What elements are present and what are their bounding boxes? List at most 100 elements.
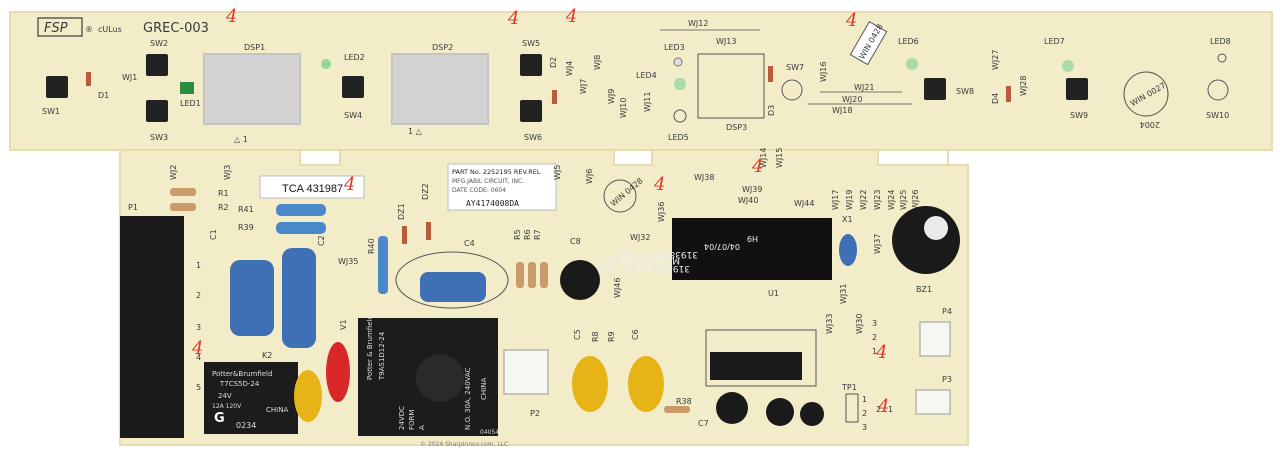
- board-model: GREC-003: [143, 21, 209, 36]
- wj5-label: WJ5: [553, 165, 562, 180]
- tca-text: TCA 431987: [282, 183, 343, 195]
- wj32-label: WJ32: [630, 233, 650, 242]
- p1-pin5: 5: [196, 383, 201, 392]
- bz1-label: BZ1: [916, 285, 932, 294]
- part-sticker: [447, 163, 557, 211]
- svg-text:4: 4: [751, 156, 763, 177]
- dz2-diode: [426, 222, 431, 240]
- c7-label: C7: [698, 419, 709, 428]
- r2-resistor: [170, 203, 196, 211]
- electrolytic-cap-3: [800, 402, 824, 426]
- sw4-button: [342, 76, 364, 98]
- p4-pin3: 3: [872, 319, 877, 328]
- led4-label: LED4: [636, 71, 657, 80]
- wj17-label: WJ17: [831, 190, 840, 210]
- led8-led: [1217, 53, 1227, 63]
- wj46-label: WJ46: [613, 278, 622, 298]
- c4-outline: [395, 251, 509, 309]
- dsp2-pin1: 1 △: [408, 127, 423, 136]
- v1-label: V1: [339, 319, 348, 330]
- p3-pin1: 1: [888, 405, 893, 414]
- sw6-button: [520, 100, 542, 122]
- led5-led: [673, 109, 687, 123]
- p3-label: P3: [942, 375, 952, 384]
- led7-label: LED7: [1044, 37, 1065, 46]
- led1-led: [180, 82, 194, 94]
- sw3-label: SW3: [150, 133, 168, 142]
- p4-pin2: 2: [872, 333, 877, 342]
- c4-capacitor: [420, 272, 486, 302]
- registered-mark: ®: [85, 25, 93, 34]
- svg-text:4: 4: [191, 338, 203, 359]
- sw7-button: [781, 79, 803, 101]
- sw10-label: SW10: [1206, 111, 1229, 120]
- svg-text:MC68HC908JL3CP: MC68HC908JL3CP: [599, 255, 680, 265]
- r38-label: R38: [676, 397, 692, 406]
- maker-text: MFG.JABIL CIRCUIT, INC.: [452, 178, 524, 185]
- k1-label: K2: [262, 351, 272, 360]
- wj4-label: WJ4: [565, 61, 574, 76]
- date-code-text: DATE CODE: 0604: [452, 187, 506, 194]
- c1-label: C1: [209, 229, 218, 240]
- svg-text:24VDC: 24VDC: [398, 406, 406, 430]
- p4-label: P4: [942, 307, 952, 316]
- svg-text:4: 4: [653, 174, 665, 195]
- d4-diode: [1006, 86, 1011, 102]
- x1-label: X1: [842, 215, 853, 224]
- led3-label: LED3: [664, 43, 685, 52]
- k2-relay: Potter & Brumfield T9AS1D12-24 24VDC FOR…: [358, 315, 499, 436]
- d3-diode: [768, 66, 773, 82]
- p4-connector: [919, 321, 951, 357]
- svg-text:G: G: [214, 411, 225, 426]
- u1-chip: MC68HC908JL3CP 04/07/04 H9 319358.S19 VE…: [595, 218, 832, 280]
- x1-crystal: [839, 234, 857, 266]
- sw2-button: [146, 54, 168, 76]
- r5-label: R5: [513, 229, 522, 240]
- r38-resistor: [664, 406, 690, 413]
- wj26-label: WJ26: [911, 190, 920, 210]
- wj36-label: WJ36: [657, 202, 666, 222]
- led1-label: LED1: [180, 99, 201, 108]
- wj27-label: WJ27: [991, 50, 1000, 70]
- c6-label: C6: [631, 329, 640, 340]
- r9-label: R9: [607, 331, 616, 342]
- svg-text:4: 4: [225, 6, 237, 27]
- r39-resistor: [276, 222, 326, 234]
- d2-label: D2: [549, 57, 558, 68]
- barcode-text: AY4174008DA: [466, 199, 519, 208]
- svg-text:T7CS5D-24: T7CS5D-24: [219, 380, 260, 388]
- wj22-label: WJ22: [859, 190, 868, 210]
- p1-connector: [120, 216, 184, 438]
- r2-label: R2: [218, 203, 229, 212]
- wj8-label: WJ8: [593, 55, 602, 70]
- dz1-diode: [402, 226, 407, 244]
- svg-text:CHINA: CHINA: [480, 378, 488, 400]
- svg-text:H9: H9: [747, 234, 758, 243]
- sw8-label: SW8: [956, 87, 974, 96]
- d3-label: D3: [767, 105, 776, 116]
- copyright: © 2024 SharpInnov.com, LLC: [420, 441, 508, 448]
- r6-resistor: [528, 262, 536, 288]
- wj19-label: WJ19: [845, 190, 854, 210]
- wj25-label: WJ25: [899, 190, 908, 210]
- dz1-label: DZ1: [397, 203, 406, 220]
- wj6-label: WJ6: [585, 169, 594, 184]
- wj12-label: WJ12: [688, 19, 708, 28]
- led3-led: [673, 57, 683, 67]
- led8-label: LED8: [1210, 37, 1231, 46]
- sw1-label: SW1: [42, 107, 60, 116]
- r41-resistor: [276, 204, 326, 216]
- svg-text:A: A: [418, 425, 426, 430]
- tp1-pin1: 1: [862, 395, 867, 404]
- led5-label: LED5: [668, 133, 689, 142]
- fsp-logo: FSP: [44, 21, 68, 36]
- wj35-label: WJ33: [825, 314, 834, 334]
- led2-label: LED2: [344, 53, 365, 62]
- wj28-label: WJ28: [1019, 76, 1028, 96]
- p2-connector: [503, 349, 549, 395]
- wj16-label: WJ16: [819, 62, 828, 82]
- wj15-label: WJ15: [775, 148, 784, 168]
- svg-text:319358.S19 VER REL: 319358.S19 VER REL: [595, 263, 690, 273]
- sw8-button: [924, 78, 946, 100]
- p3-connector: [915, 389, 951, 415]
